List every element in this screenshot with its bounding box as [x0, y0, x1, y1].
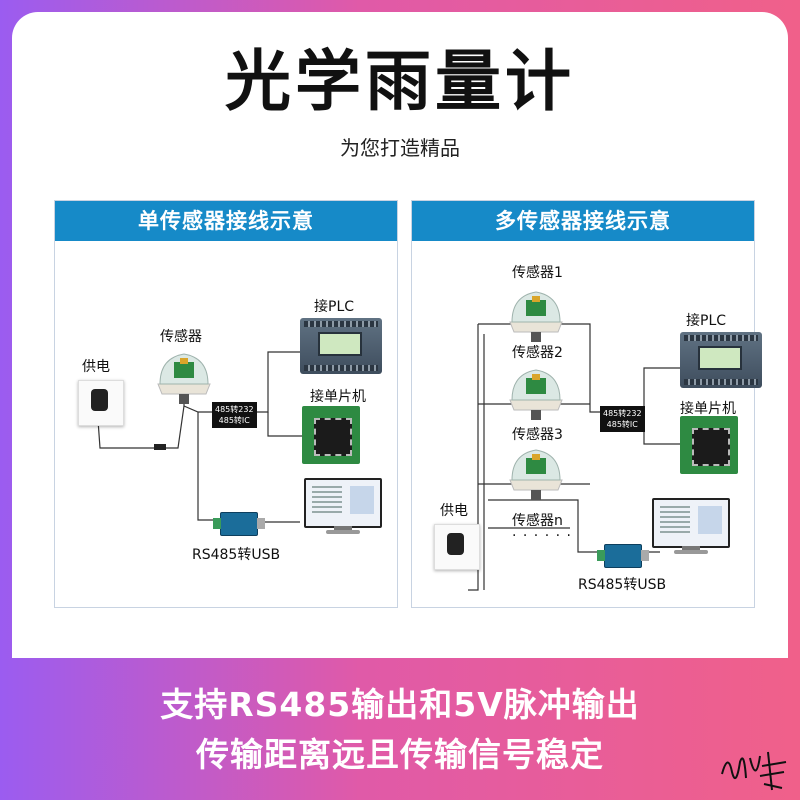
rs485-usb-adapter [213, 512, 265, 536]
converter-line-1: 485转232 [215, 405, 254, 414]
usb-label: RS485转USB [192, 547, 281, 563]
multi-mcu-label: 接单片机 [680, 401, 736, 417]
multi-computer-monitor [652, 498, 730, 554]
computer-monitor [304, 478, 382, 534]
mcu-label: 接单片机 [310, 389, 366, 405]
multi-mcu-board [680, 416, 738, 474]
multi-power-outlet [434, 524, 480, 570]
sensor-2-label: 传感器2 [512, 345, 563, 361]
signature-mark [721, 751, 787, 791]
multi-sensor-device-3 [509, 449, 563, 501]
power-outlet [78, 380, 124, 426]
multi-plc-device [680, 332, 762, 388]
multi-sensor-device-1 [509, 291, 563, 343]
sensor-1-label: 传感器1 [512, 265, 563, 281]
converter-box: 485转232 485转IC [212, 402, 257, 428]
multi-panel-heading: 多传感器接线示意 [412, 201, 754, 241]
sensor-n-label: 传感器n [512, 513, 563, 529]
multi-power-label: 供电 [440, 503, 468, 519]
mcu-board [302, 406, 360, 464]
multi-converter-box: 485转232 485转IC [600, 406, 645, 432]
single-sensor-panel: 单传感器接线示意 [54, 200, 398, 608]
banner-line-2: 传输距离远且传输信号稳定 [196, 735, 604, 774]
sensor-label: 传感器 [160, 329, 202, 345]
plc-label: 接PLC [314, 299, 355, 315]
multi-converter-line-2: 485转IC [606, 420, 638, 429]
converter-line-2: 485转IC [218, 416, 250, 425]
single-sensor-device [157, 353, 211, 405]
page-title: 光学雨量计 [225, 43, 575, 120]
power-label: 供电 [82, 359, 110, 375]
sensor-3-label: 传感器3 [512, 427, 563, 443]
plc-device [300, 318, 382, 374]
sensor-ellipsis: · · · · · · [512, 528, 572, 544]
single-panel-heading: 单传感器接线示意 [55, 201, 397, 241]
multi-converter-line-1: 485转232 [603, 409, 642, 418]
multi-sensor-device-2 [509, 369, 563, 421]
multi-usb-label: RS485转USB [578, 577, 667, 593]
page-subtitle: 为您打造精品 [340, 136, 460, 160]
multi-plc-label: 接PLC [686, 313, 727, 329]
banner-line-1: 支持RS485输出和5V脉冲输出 [160, 685, 640, 724]
multi-rs485-usb-adapter [597, 544, 649, 568]
multi-panel-wires [468, 323, 682, 591]
